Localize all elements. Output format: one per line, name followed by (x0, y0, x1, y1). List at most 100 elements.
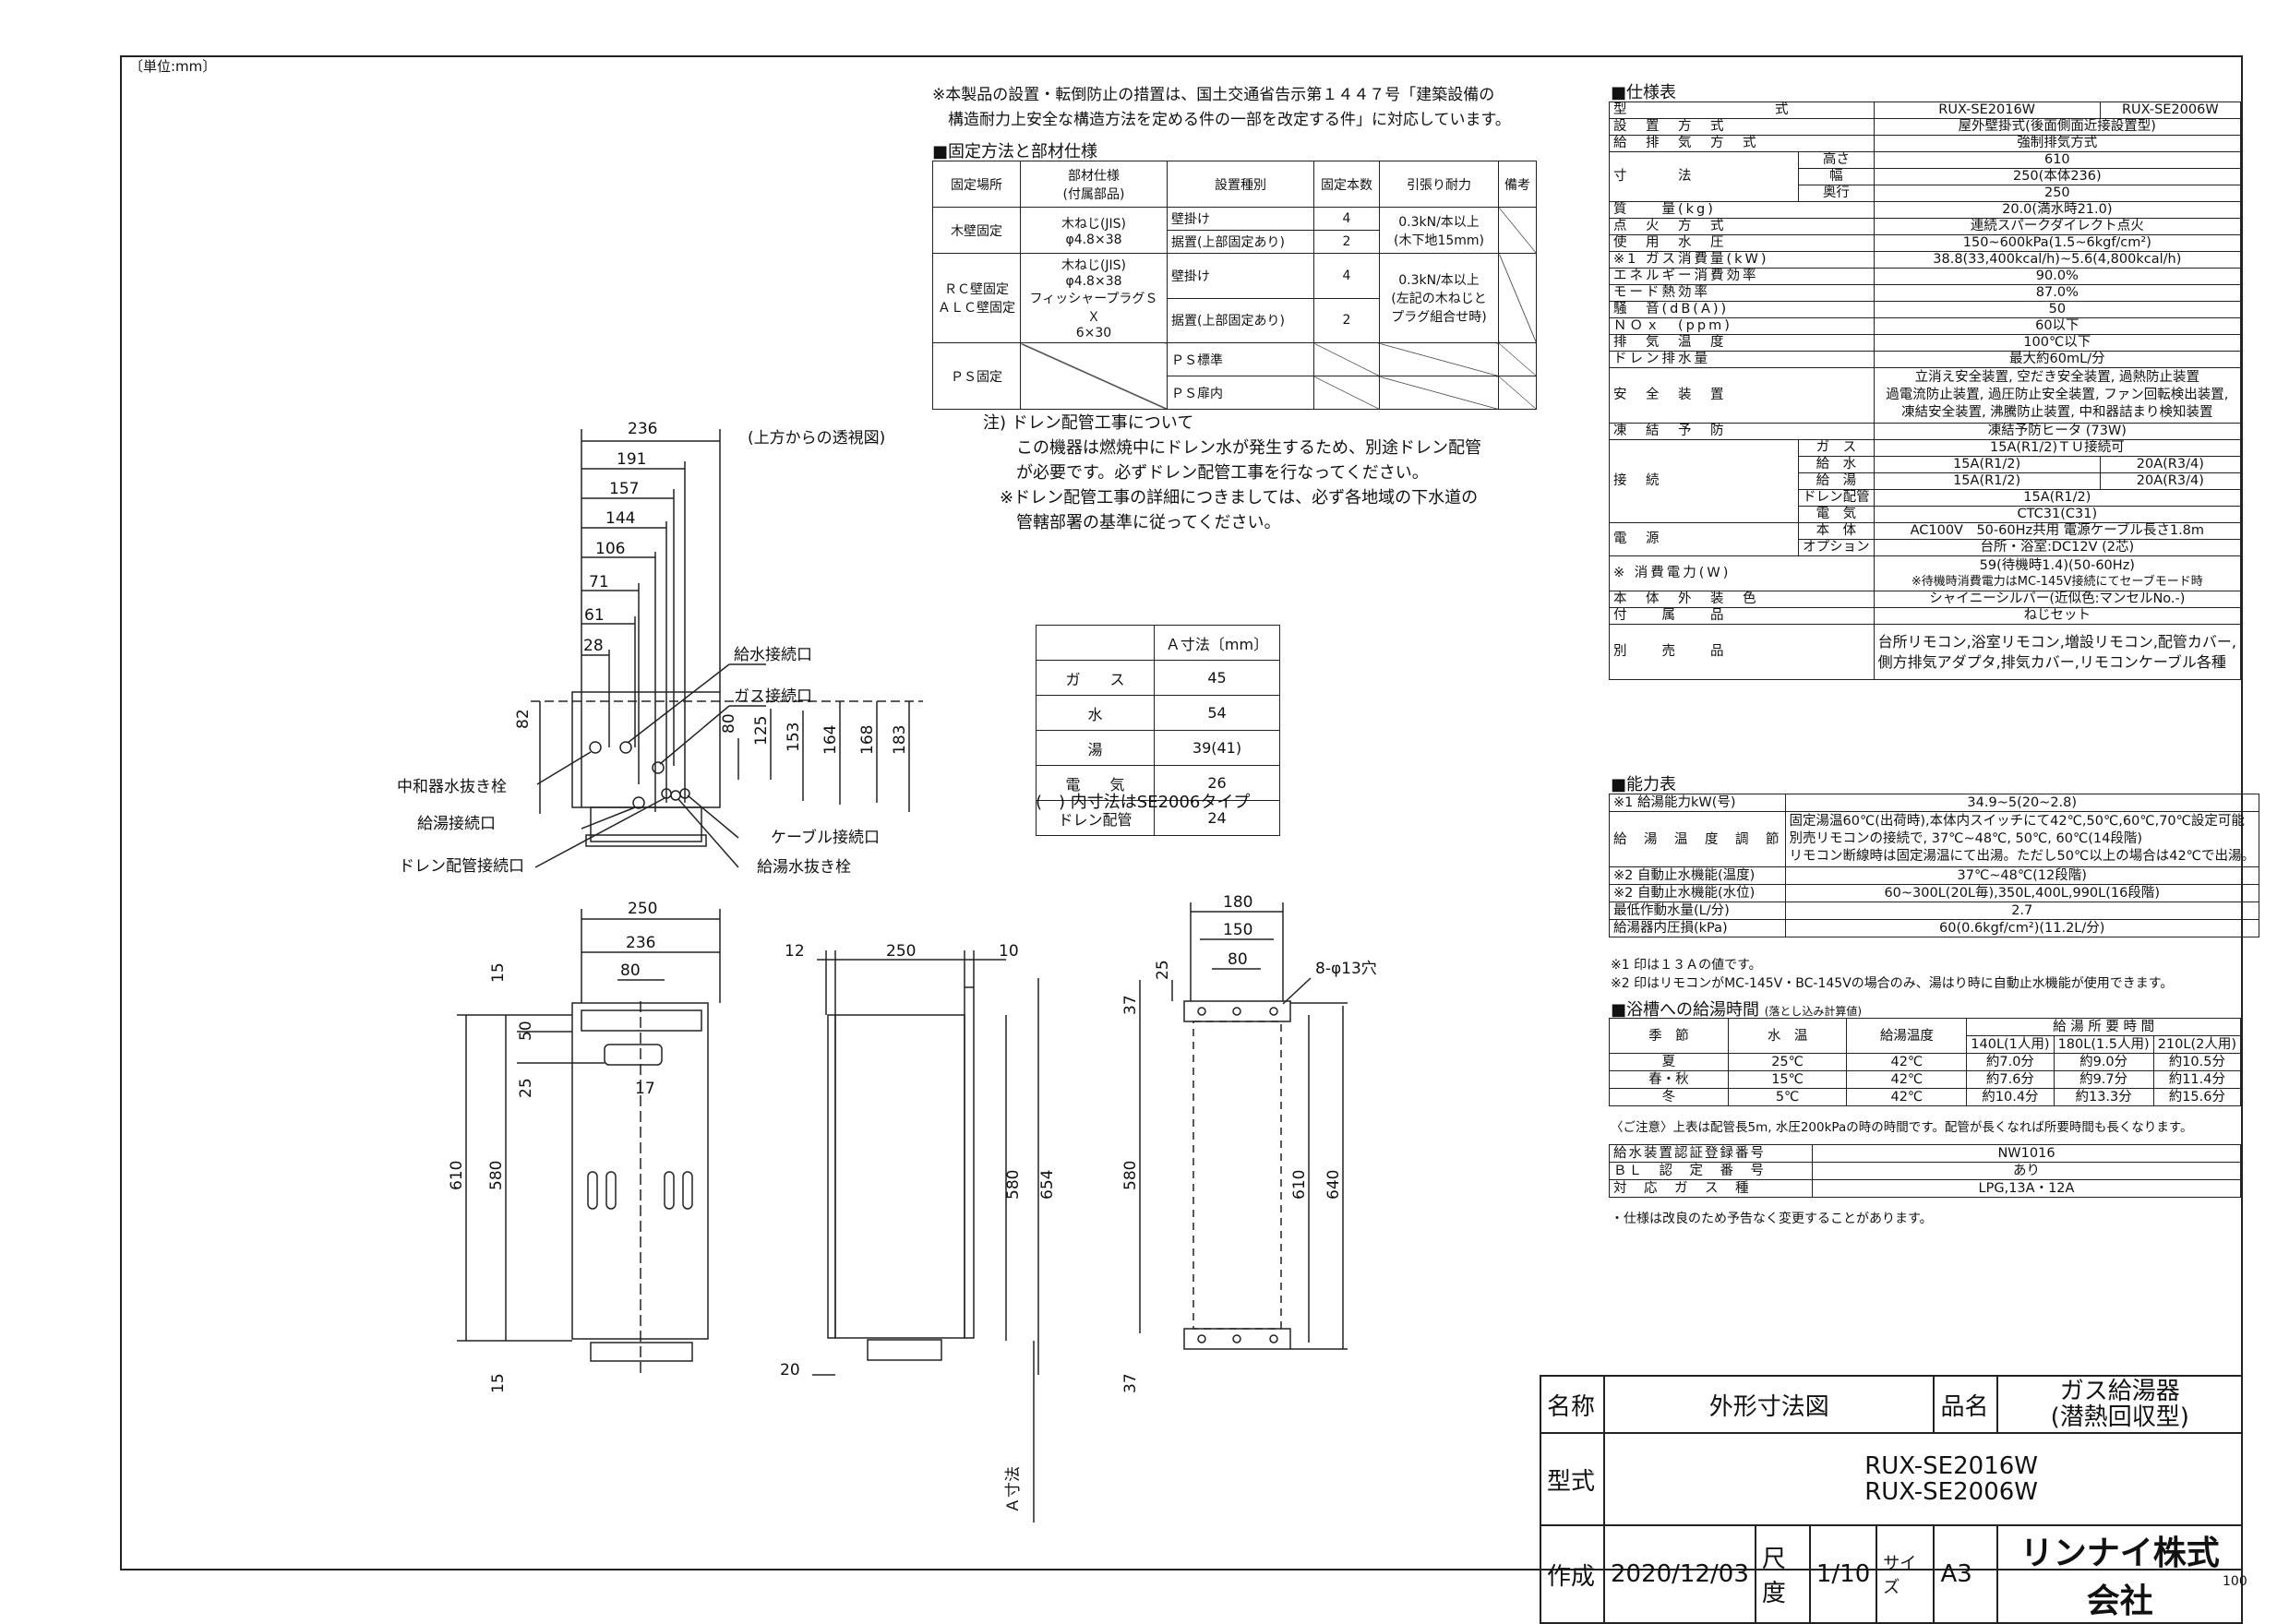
front-exhaust (604, 1044, 663, 1066)
th-strength: 引張り耐力 (1379, 161, 1499, 208)
spec-heading: ■仕様表 (1611, 83, 1677, 102)
spec-model-2: RUX-SE2006W (2099, 102, 2242, 119)
wood-type-2: 据置(上部固定あり) (1167, 230, 1314, 254)
bath-time-table: 季 節水 温給湯温度給 湯 所 要 時 間 140L(1人用)180L(1.5人… (1609, 1018, 2242, 1106)
title-block: 名称 外形寸法図 品名 ガス給湯器 (潜熱回収型) 型式 RUX-SE2016W… (1540, 1375, 2243, 1624)
title-model-label: 型式 (1540, 1432, 1605, 1526)
capacity-table: ※1 給湯能力kW(号)34.9~5(20~2.8) 給 湯 温 度 調 節 固… (1609, 794, 2259, 937)
unit-label: 〔単位:mm〕 (129, 58, 217, 75)
dim-front-80: 80 (620, 961, 641, 980)
spec-label: ＮＯｘ (ppm) (1609, 317, 1875, 335)
spec-label-accessories: 付 属 品 (1609, 607, 1875, 625)
dim-v-153: 153 (785, 722, 803, 752)
a-table-footnote: ( ) 内寸法はSE2006タイプ (1036, 793, 1251, 812)
spec-label: 質 量(kg) (1609, 201, 1875, 219)
label-water-inlet: 給水接続口 (734, 646, 812, 664)
dim-front-50: 50 (517, 1021, 535, 1041)
title-size-value: A3 (1933, 1524, 1999, 1624)
dim-front-250: 250 (628, 900, 657, 918)
a-row-value: 45 (1154, 660, 1280, 696)
title-created-value: 2020/12/03 (1603, 1524, 1756, 1624)
side-view (812, 950, 1039, 1522)
dim-v-80: 80 (720, 713, 738, 734)
a-row-label: ガ ス (1036, 660, 1155, 696)
dim-top-236: 236 (628, 420, 657, 438)
spec-label: 給 排 気 方 式 (1609, 135, 1875, 152)
rc-material: 木ねじ(JIS) φ4.8×38 フィッシャープラグＳＸ 6×30 (1020, 253, 1168, 343)
title-created-label: 作成 (1540, 1524, 1605, 1624)
title-product-value: ガス給湯器 (潜熱回収型) (1996, 1375, 2243, 1434)
title-scale-label: 尺度 (1754, 1524, 1811, 1624)
fixing-heading: ■固定方法と部材仕様 (932, 142, 1098, 161)
spec-label: モード熱効率 (1609, 284, 1875, 302)
dim-top-106: 106 (595, 540, 625, 558)
dim-top-157: 157 (609, 480, 639, 498)
spec-label: エネルギー消費効率 (1609, 268, 1875, 285)
dim-front-580: 580 (487, 1161, 506, 1190)
th-remarks: 備考 (1498, 161, 1537, 208)
dim-side-20: 20 (780, 1361, 800, 1379)
side-connections (867, 1339, 942, 1361)
title-name-value: 外形寸法図 (1602, 1375, 1935, 1434)
title-product-label: 品名 (1933, 1375, 1999, 1434)
dim-top-71: 71 (589, 573, 609, 591)
capacity-heading: ■能力表 (1611, 775, 1677, 794)
label-holes: 8-φ13穴 (1315, 960, 1377, 978)
dim-back-580: 580 (1121, 1161, 1140, 1190)
spec-label-color: 本 体 外 装 色 (1609, 591, 1875, 608)
spec-label-power: 電 源 (1608, 522, 1800, 556)
spec-label: 設 置 方 式 (1609, 118, 1875, 136)
label-hot-drain: 給湯水抜き栓 (757, 858, 851, 877)
dim-side-654: 654 (1038, 1170, 1057, 1200)
dim-top-191: 191 (617, 450, 646, 469)
dim-front-25: 25 (517, 1078, 535, 1098)
fixing-table: 固定場所 部材仕様 (付属部品) 設置種別 固定本数 引張り耐力 備考 木壁固定… (932, 161, 1537, 410)
bath-note: 〈ご注意〉上表は配管長5m, 水圧200kPaの時の時間です。配管が長くなれば所… (1611, 1120, 2193, 1135)
side-view-body (834, 1014, 965, 1339)
title-scale-value: 1/10 (1808, 1524, 1878, 1624)
dim-top-28: 28 (583, 637, 604, 655)
rc-type-1: 壁掛け (1167, 253, 1314, 299)
spec-model-1: RUX-SE2016W (1873, 102, 2101, 119)
front-view (457, 909, 721, 1375)
dim-v-168: 168 (858, 725, 877, 755)
spec-label-consumption: ※ 消費電力(W) (1609, 555, 1875, 591)
rc-strength: 0.3kN/本以上 (左記の木ねじと プラグ組合せ時) (1379, 253, 1499, 343)
dim-v-164: 164 (821, 725, 840, 755)
wood-material: 木ねじ(JIS) φ4.8×38 (1020, 207, 1168, 254)
a-row-label: 電 気 (1036, 765, 1155, 801)
wood-place: 木壁固定 (932, 207, 1021, 254)
dim-top-61: 61 (584, 606, 605, 625)
th-place: 固定場所 (932, 161, 1021, 208)
dim-front-15: 15 (489, 962, 508, 983)
back-bracket-bottom (1183, 1328, 1291, 1350)
front-connections (590, 1342, 693, 1362)
dim-side-580: 580 (1004, 1170, 1023, 1200)
back-bracket-top (1183, 1000, 1291, 1022)
page-number: 100 (2223, 1574, 2247, 1589)
spec-label: 寸 法 (1608, 151, 1800, 202)
capacity-notes: ※1 印は１３Ａの値です。 ※2 印はリモコンがMC-145V・BC-145Vの… (1611, 958, 2174, 991)
spec-safety: 立消え安全装置, 空だき安全装置, 過熱防止装置 過電流防止装置, 過圧防止安全… (1873, 367, 2242, 424)
dim-back-150: 150 (1223, 921, 1252, 939)
back-view (1139, 902, 1348, 1350)
a-dim-header: Ａ寸法〔mm〕 (1154, 625, 1280, 661)
spec-label: 使 用 水 圧 (1609, 234, 1875, 252)
top-view (531, 429, 923, 868)
th-count: 固定本数 (1313, 161, 1380, 208)
a-row-value: 24 (1154, 800, 1280, 836)
top-view-body (571, 691, 721, 808)
spec-label-freeze: 凍 結 予 防 (1609, 423, 1875, 440)
ps-type-2: ＰＳ扉内 (1167, 376, 1314, 410)
gas-inlet-port (652, 761, 665, 774)
title-model-value: RUX-SE2016W RUX-SE2006W (1603, 1432, 2243, 1526)
spec-label: 点 火 方 式 (1609, 218, 1875, 235)
dim-side-10: 10 (999, 942, 1019, 961)
th-type: 設置種別 (1167, 161, 1314, 208)
dim-back-37: 37 (1121, 995, 1140, 1015)
a-row-value: 26 (1154, 765, 1280, 801)
rc-place: ＲＣ壁固定 ＡＬＣ壁固定 (932, 253, 1021, 343)
